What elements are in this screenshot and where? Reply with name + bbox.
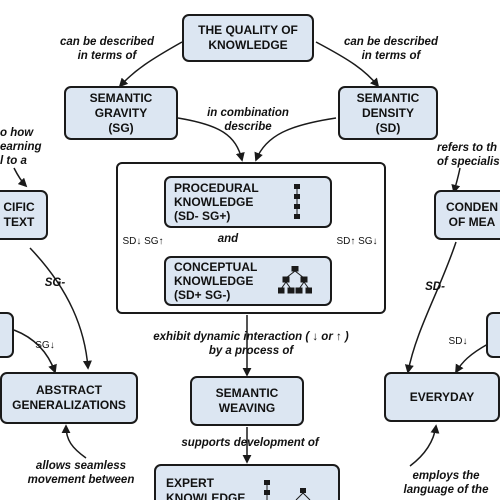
node-conceptual-label: CONCEPTUAL KNOWLEDGE (SD+ SG-) — [174, 260, 258, 302]
hierarchy-icon — [278, 266, 312, 294]
label-allows: allows seamless movement between — [27, 460, 135, 486]
arrow-quality-to-density — [315, 41, 380, 88]
node-condensation-label: CONDEN OF MEA — [445, 200, 498, 229]
label-sd-minus: SD- — [425, 281, 445, 293]
arrow-density-to-frame — [254, 117, 337, 162]
node-semantic-weaving: SEMANTIC WEAVING — [190, 376, 304, 426]
label-in-combination: in combination describe — [207, 107, 289, 133]
arrow-edge-to-condensation — [451, 167, 461, 194]
arrow-edge-to-context — [13, 167, 28, 188]
node-specific-context: CIFIC TEXT — [0, 190, 48, 240]
label-relates-left: o how earning l to a — [0, 127, 42, 167]
label-sg-minus: SG- — [44, 277, 66, 289]
arrow-context-to-abstract — [29, 247, 92, 370]
arrow-bottom-right — [409, 424, 440, 467]
node-condensation-of-meaning: CONDEN OF MEA — [434, 190, 500, 240]
node-expert-label: EXPERT KNOWLEDGE — [166, 476, 246, 500]
node-everyday: EVERYDAY — [384, 372, 500, 422]
arrow-gravity-to-frame — [177, 117, 245, 162]
arrow-quality-to-gravity — [118, 41, 183, 88]
label-sg-down: SG↓ — [35, 340, 55, 351]
sequence-icon — [294, 184, 300, 219]
expert-icons — [264, 480, 311, 500]
arrow-condensation-to-everyday — [404, 241, 457, 374]
label-sd-down-sg-up: SD↓ SG↑ — [122, 236, 164, 247]
label-described-left: can be described in terms of — [60, 36, 154, 62]
node-gravity-label: SEMANTIC GRAVITY (SG) — [89, 90, 153, 135]
node-everyday-label: EVERYDAY — [409, 389, 475, 404]
node-left-partial — [0, 312, 14, 358]
node-right-partial — [486, 312, 500, 358]
node-density-label: SEMANTIC DENSITY (SD) — [356, 90, 420, 135]
node-weaving-label: SEMANTIC WEAVING — [215, 386, 279, 415]
node-procedural-label: PROCEDURAL KNOWLEDGE (SD- SG+) — [174, 181, 259, 223]
label-refers-right: refers to th of specialis — [437, 142, 500, 168]
label-and: and — [217, 233, 239, 245]
node-abstract-label: ABSTRACT GENERALIZATIONS — [12, 383, 126, 412]
node-quality-label: THE QUALITY OF KNOWLEDGE — [198, 23, 298, 52]
node-procedural-knowledge: PROCEDURAL KNOWLEDGE (SD- SG+) — [164, 176, 332, 228]
node-abstract-generalizations: ABSTRACT GENERALIZATIONS — [0, 372, 138, 424]
node-semantic-gravity: SEMANTIC GRAVITY (SG) — [64, 86, 178, 140]
label-sd-down: SD↓ — [448, 336, 468, 347]
node-semantic-density: SEMANTIC DENSITY (SD) — [338, 86, 438, 140]
label-sd-up-sg-down: SD↑ SG↓ — [336, 236, 378, 247]
node-quality-of-knowledge: THE QUALITY OF KNOWLEDGE — [182, 14, 314, 62]
arrow-left-to-abstract — [13, 329, 57, 374]
arrow-bottom-to-abstract — [61, 424, 87, 459]
label-described-right: can be described in terms of — [344, 36, 438, 62]
node-specific-context-label: CIFIC TEXT — [3, 200, 35, 229]
node-expert-knowledge: EXPERT KNOWLEDGE — [154, 464, 340, 500]
arrow-right-to-everyday — [455, 343, 489, 374]
label-supports: supports development of — [181, 437, 319, 449]
label-employs: employs the language of the — [403, 470, 489, 496]
label-exhibit: exhibit dynamic interaction ( ↓ or ↑ ) b… — [153, 331, 349, 357]
